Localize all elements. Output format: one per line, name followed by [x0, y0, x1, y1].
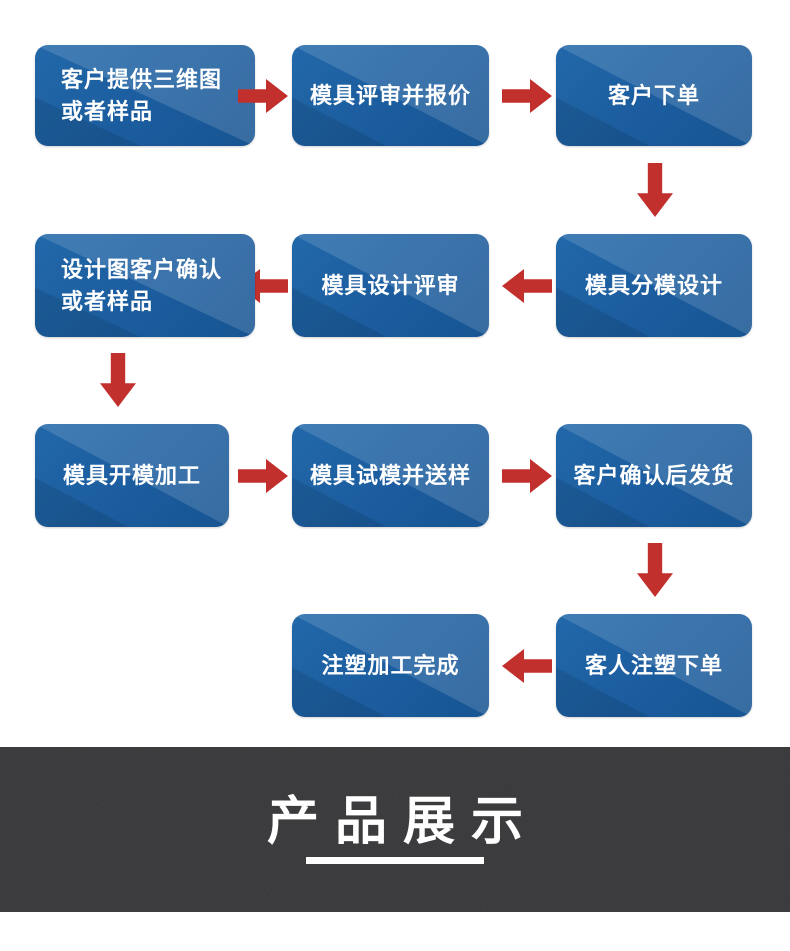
flow-step-mold-trial-and-sample: 模具试模并送样 — [292, 424, 489, 527]
flow-step-label: 模具分模设计 — [584, 272, 723, 298]
flow-step-label: 模具评审并报价 — [309, 82, 471, 108]
flow-step-label: 客户确认后发货 — [573, 462, 735, 488]
flow-step-ship-after-confirmation: 客户确认后发货 — [556, 424, 752, 527]
flow-step-label: 注塑加工完成 — [321, 652, 460, 678]
arrow-right-icon — [238, 459, 288, 493]
flow-step-customer-places-order: 客户下单 — [556, 45, 752, 146]
flow-step-label: 模具开模加工 — [62, 462, 201, 488]
arrow-right-icon — [502, 459, 552, 493]
flow-step-customer-provides-3d-or-sample: 客户提供三维图 或者样品 — [35, 45, 255, 146]
flow-step-design-customer-confirmation: 设计图客户确认 或者样品 — [35, 234, 255, 337]
flow-step-injection-molding-complete: 注塑加工完成 — [292, 614, 489, 717]
flow-step-mold-design-review: 模具设计评审 — [292, 234, 489, 337]
banner-title: 产品展示 — [266, 793, 539, 851]
arrow-left-icon — [502, 649, 552, 683]
arrow-right-icon — [502, 79, 552, 113]
product-display-banner: 产品展示 — [0, 747, 790, 912]
arrow-left-icon — [502, 269, 552, 303]
arrow-down-icon — [637, 543, 673, 597]
flow-step-customer-injection-order: 客人注塑下单 — [556, 614, 752, 717]
flow-step-label: 设计图客户确认 或者样品 — [61, 256, 223, 314]
flow-step-mold-review-and-quote: 模具评审并报价 — [292, 45, 489, 146]
flow-step-mold-parting-design: 模具分模设计 — [556, 234, 752, 337]
flow-step-label: 模具试模并送样 — [309, 462, 471, 488]
flow-step-label: 客户提供三维图 或者样品 — [61, 66, 223, 124]
flow-step-label: 客户下单 — [607, 82, 700, 108]
noise-texture — [0, 747, 790, 912]
flow-step-label: 客人注塑下单 — [584, 652, 723, 678]
arrow-down-icon — [100, 353, 136, 407]
banner-underline — [306, 857, 484, 864]
arrow-down-icon — [637, 163, 673, 217]
flow-step-mold-machining: 模具开模加工 — [35, 424, 229, 527]
flow-step-label: 模具设计评审 — [321, 272, 460, 298]
